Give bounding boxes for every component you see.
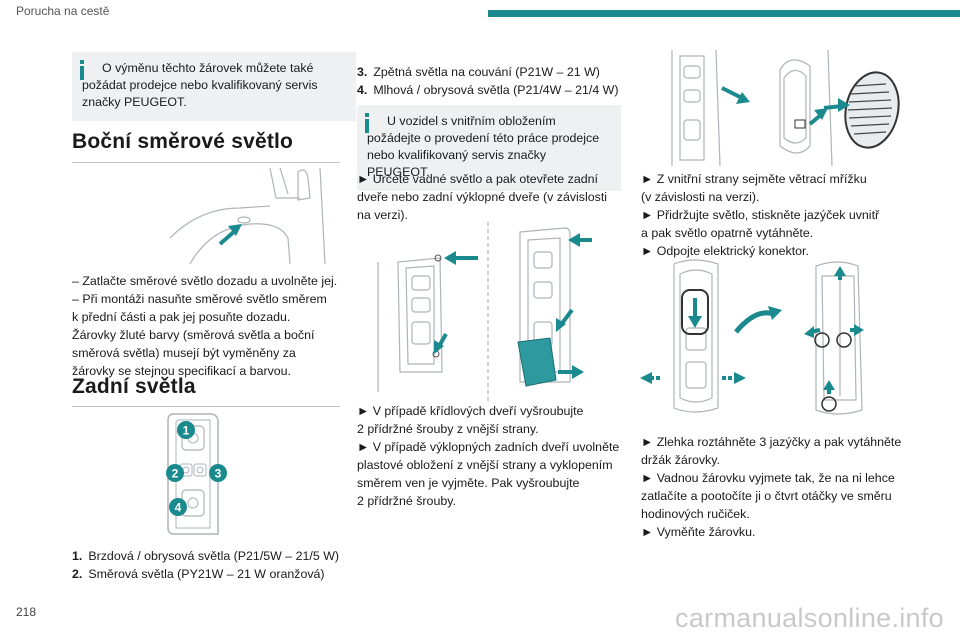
info-icon <box>80 60 84 82</box>
info-note: U vozidel s vnitřním obložením požádejte… <box>357 105 621 191</box>
step-replace-bulb: ► Zlehka roztáhněte 3 jazýčky a pak vytá… <box>641 433 913 541</box>
text-line: – Zatlačte směrové světlo dozadu a uvoln… <box>72 274 338 288</box>
text-line: směrem ven je vyjměte. Pak vyšroubujte <box>357 476 580 490</box>
list-number: 1. <box>72 549 83 563</box>
text-line: na verzi). <box>357 208 408 222</box>
header-accent-bar <box>488 10 960 17</box>
list-number: 3. <box>357 65 368 79</box>
list-text: Brzdová / obrysová světla (P21/5W – 21/5… <box>88 549 340 563</box>
running-header: Porucha na cestě <box>16 4 110 18</box>
text-line: dveře nebo zadní výklopné dveře (v závis… <box>357 190 608 204</box>
vent-grille-illustration <box>671 49 900 167</box>
text-line: (v závislosti na verzi). <box>641 190 760 204</box>
step-remove-screws: ► V případě křídlových dveří vyšroubujte… <box>357 402 623 510</box>
callout-2: 2 <box>172 467 179 481</box>
callout-4: 4 <box>175 501 182 515</box>
list-item: 1. Brzdová / obrysová světla (P21/5W – 21… <box>72 547 344 565</box>
text-line: ► Vyměňte žárovku. <box>641 525 756 539</box>
info-note-text: O výměnu těchto žárovek můžete také požá… <box>82 61 318 109</box>
text-line: ► Přidržujte světlo, stiskněte jazýček u… <box>641 208 880 222</box>
text-line: ► Odpojte elektrický konektor. <box>641 244 809 258</box>
callout-1: 1 <box>183 424 190 438</box>
step-identify-light: ► Určete vadné světlo a pak otevřete zad… <box>357 170 623 224</box>
list-text: Zpětná světla na couvání (P21W – 21 W) <box>373 65 600 79</box>
step-remove-light: ► Z vnitřní strany sejměte větrací mřížk… <box>641 170 913 260</box>
text-line: držák žárovky. <box>641 453 720 467</box>
list-text: Směrová světla (PY21W – 21 W oranžová) <box>88 567 325 581</box>
text-line: žárovky se stejnou specifikací a barvou. <box>72 364 292 378</box>
text-line: zatlačíte a pootočíte ji o čtvrt otáčky … <box>641 489 892 503</box>
watermark: carmanualsonline.info <box>675 603 944 633</box>
info-icon <box>365 113 369 135</box>
list-item: 2. Směrová světla (PY21W – 21 W oranžová) <box>72 565 344 583</box>
list-number: 2. <box>72 567 83 581</box>
list-item: 4. Mlhová / obrysová světla (P21/4W – 21/… <box>357 81 623 99</box>
text-line: k přední části a pak jej posuňte dozadu. <box>72 310 291 324</box>
text-line: ► Z vnitřní strany sejměte větrací mřížk… <box>641 172 867 186</box>
text-line: ► V případě výklopných zadních dveří uvo… <box>357 440 620 454</box>
text-line: ► Vadnou žárovku vyjmete tak, že na ni l… <box>641 471 895 485</box>
text-line: směrová světla) musejí být vyměněny za <box>72 346 296 360</box>
text-line: hodinových ručiček. <box>641 507 750 521</box>
text-line: ► V případě křídlových dveří vyšroubujte <box>357 404 584 418</box>
bulb-list-continued: 3. Zpětná světla na couvání (P21W – 21 W)… <box>357 63 623 99</box>
list-item: 3. Zpětná světla na couvání (P21W – 21 W) <box>357 63 623 81</box>
bulb-list: 1. Brzdová / obrysová světla (P21/5W – 21… <box>72 547 344 583</box>
callout-3: 3 <box>215 467 222 481</box>
text-line: 2 přídržné šrouby z vnější strany. <box>357 422 539 436</box>
side-indicator-illustration <box>169 167 326 265</box>
section-title-rear-lights: Zadní světla <box>72 375 196 398</box>
section-title-side-indicator: Boční směrové světlo <box>72 130 294 153</box>
list-number: 4. <box>357 83 368 97</box>
list-text: Mlhová / obrysová světla (P21/4W – 21/4 … <box>373 83 619 97</box>
info-note: O výměnu těchto žárovek můžete také požá… <box>72 52 356 121</box>
door-screws-illustration <box>377 222 592 402</box>
text-line: ► Určete vadné světlo a pak otevřete zad… <box>357 172 598 186</box>
text-line: Žárovky žluté barvy (směrová světla a bo… <box>72 328 315 342</box>
info-note-text: U vozidel s vnitřním obložením požádejte… <box>367 114 600 179</box>
text-line: – Při montáži nasuňte směrové světlo smě… <box>72 292 327 306</box>
text-line: plastové obložení z vnější strany a vykl… <box>357 458 613 472</box>
section-divider <box>72 162 340 163</box>
text-line: 2 přídržné šrouby. <box>357 494 456 508</box>
section-divider <box>72 406 340 407</box>
bulb-holder-illustration <box>640 259 864 415</box>
rear-lamp-cluster-illustration: 1 2 3 4 <box>166 413 227 535</box>
text-line: ► Zlehka roztáhněte 3 jazýčky a pak vytá… <box>641 435 902 449</box>
text-line: a pak světlo opatrně vytáhněte. <box>641 226 814 240</box>
side-indicator-instructions: – Zatlačte směrové světlo dozadu a uvoln… <box>72 272 344 380</box>
page-number: 218 <box>16 605 37 619</box>
